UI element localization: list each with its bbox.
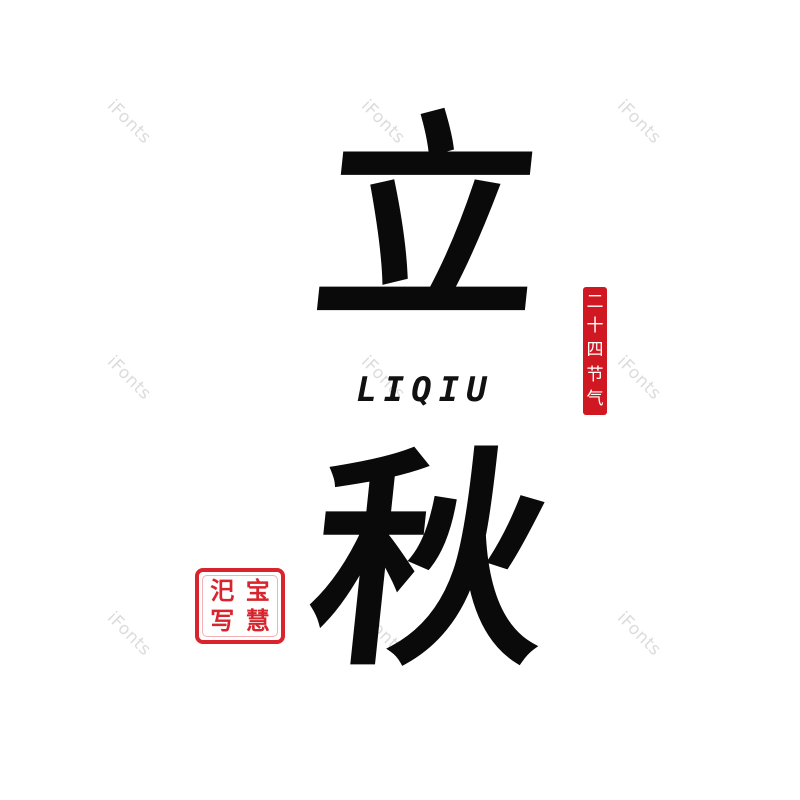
vertical-seal-stamp: 二 十 四 节 气 [583, 287, 607, 415]
pinyin-label: LIQIU [356, 370, 494, 410]
seal-character: 慧 [245, 606, 270, 636]
watermark: iFonts [102, 95, 156, 149]
calligraphy-character-qiu: 秋 [298, 426, 562, 698]
watermark: iFonts [612, 95, 666, 149]
square-seal-stamp: 汜 宝 写 慧 [195, 568, 285, 644]
watermark: iFonts [612, 607, 666, 661]
seal-character: 二 [586, 291, 604, 312]
seal-character: 四 [586, 340, 604, 361]
watermark: iFonts [102, 607, 156, 661]
watermark: iFonts [102, 351, 156, 405]
watermark: iFonts [612, 351, 666, 405]
seal-character: 节 [586, 364, 604, 385]
calligraphy-character-li: 立 [303, 92, 557, 352]
seal-character: 宝 [245, 575, 270, 605]
seal-character: 写 [210, 606, 235, 636]
seal-character: 十 [586, 316, 604, 337]
seal-character: 气 [586, 389, 604, 410]
seal-character: 汜 [210, 575, 235, 605]
